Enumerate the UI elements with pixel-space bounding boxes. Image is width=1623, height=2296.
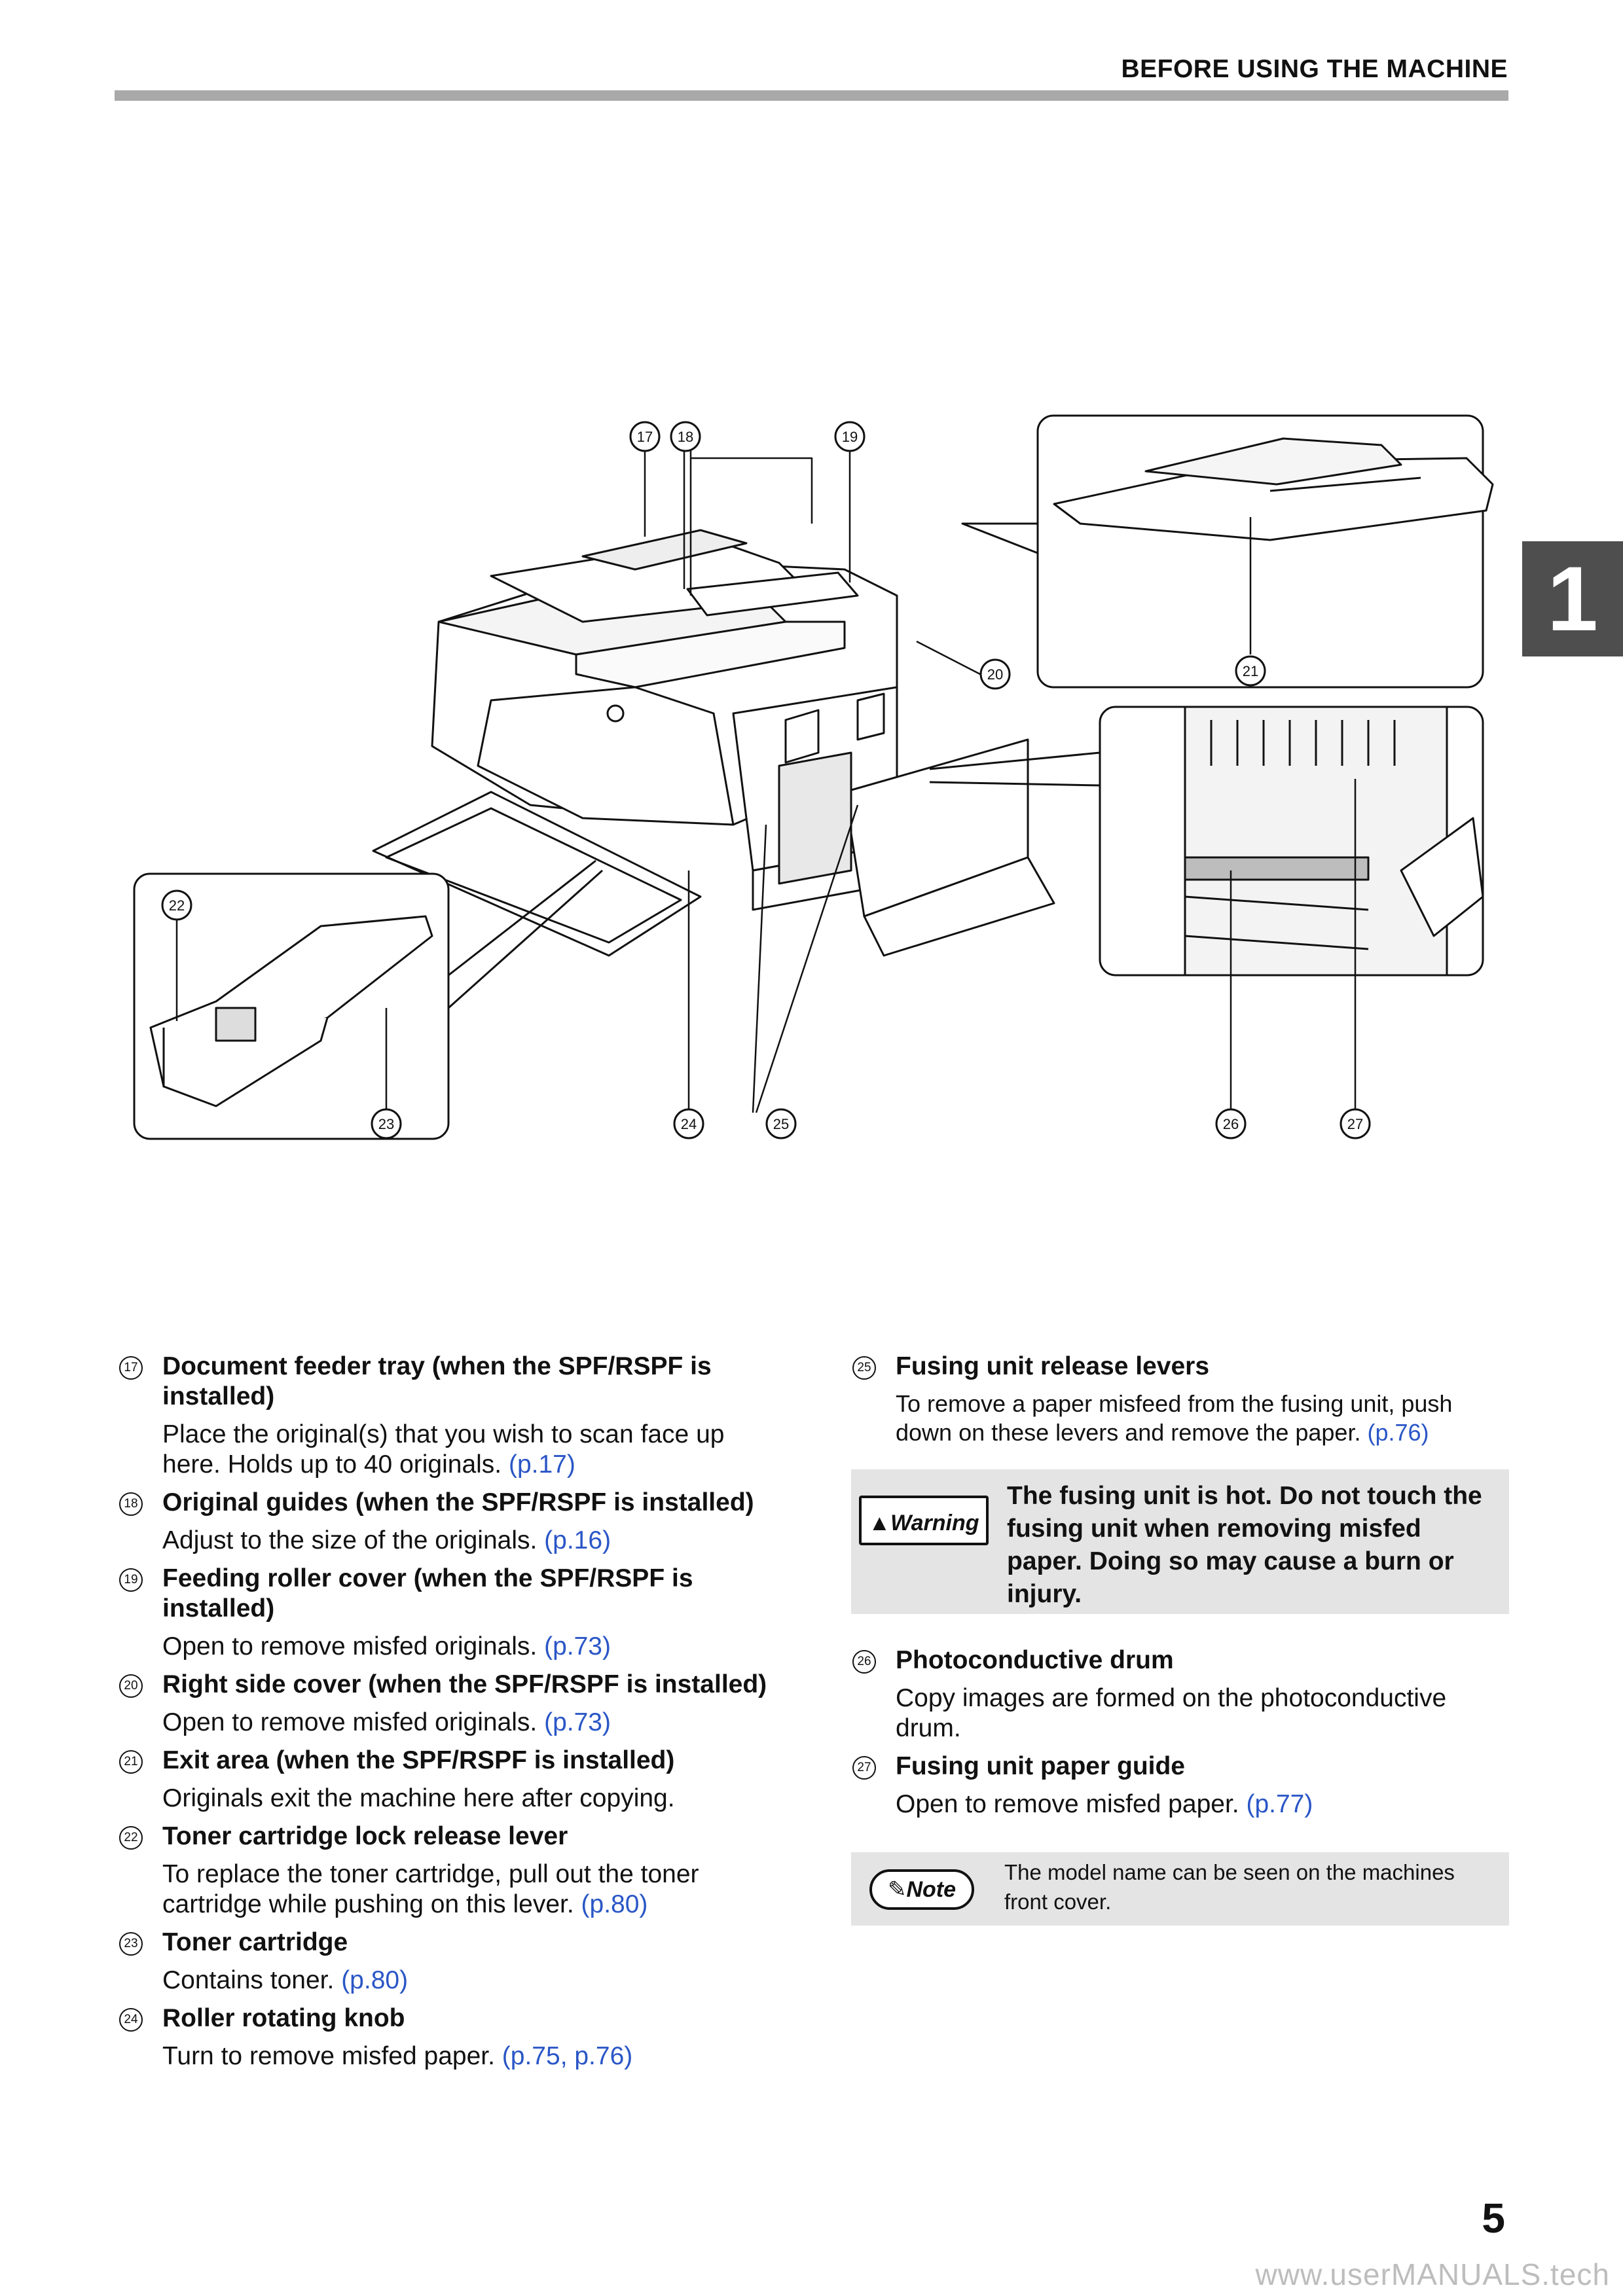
item-27: 27 Fusing unit paper guide Open to remov…: [851, 1751, 1509, 1820]
chapter-tab[interactable]: 1: [1522, 541, 1623, 656]
item-number: 22: [119, 1826, 143, 1850]
item-desc: Place the original(s) that you wish to s…: [162, 1420, 725, 1479]
inset-toner-cartridge: [133, 859, 603, 1140]
item-19: 19 Feeding roller cover (when the SPF/RS…: [118, 1564, 786, 1662]
item-desc: Open to remove misfed originals. (p.73): [162, 1708, 611, 1736]
item-desc: Adjust to the size of the originals. (p.…: [162, 1526, 611, 1554]
page-link[interactable]: (p.77): [1246, 1790, 1313, 1818]
item-title: Feeding roller cover (when the SPF/RSPF …: [162, 1564, 693, 1623]
item-number: 23: [119, 1932, 143, 1956]
page-link[interactable]: (p.73): [544, 1708, 611, 1736]
callout-17: 17: [637, 429, 653, 445]
machine-illustration: 17 18 19 20 21 22 23 24 25 26 27: [133, 414, 1494, 1140]
header-rule: [115, 90, 1508, 101]
item-number: 27: [852, 1756, 876, 1780]
item-desc: To remove a paper misfeed from the fusin…: [896, 1390, 1453, 1446]
callout-25: 25: [773, 1116, 789, 1132]
page-number: 5: [1482, 2195, 1505, 2242]
item-number: 18: [119, 1492, 143, 1516]
callout-24: 24: [681, 1116, 697, 1132]
page-link[interactable]: (p.17): [508, 1450, 575, 1479]
item-title: Fusing unit paper guide: [896, 1752, 1185, 1780]
item-18: 18 Original guides (when the SPF/RSPF is…: [118, 1488, 786, 1556]
warning-box: ▲Warning The fusing unit is hot. Do not …: [851, 1469, 1509, 1614]
item-desc: Contains toner. (p.80): [162, 1966, 409, 1994]
item-17: 17 Document feeder tray (when the SPF/RS…: [118, 1352, 786, 1480]
item-21: 21 Exit area (when the SPF/RSPF is insta…: [118, 1746, 786, 1814]
item-25: 25 Fusing unit release levers To remove …: [851, 1352, 1509, 1447]
callout-leaders: [175, 437, 1357, 1116]
page-link[interactable]: (p.75, p.76): [501, 2042, 633, 2070]
inset-fusing-unit: [929, 706, 1484, 977]
callout-19: 19: [842, 429, 858, 445]
item-title: Toner cartridge: [162, 1928, 348, 1956]
item-desc: To replace the toner cartridge, pull out…: [162, 1860, 699, 1918]
callout-21: 21: [1243, 663, 1258, 679]
item-title: Right side cover (when the SPF/RSPF is i…: [162, 1670, 767, 1698]
callout-20: 20: [987, 666, 1003, 683]
item-22: 22 Toner cartridge lock release lever To…: [118, 1821, 786, 1920]
warning-icon: ▲: [868, 1511, 891, 1535]
note-badge: ✎Note: [869, 1869, 974, 1910]
item-desc: Originals exit the machine here after co…: [162, 1784, 675, 1812]
item-title: Document feeder tray (when the SPF/RSPF …: [162, 1352, 712, 1410]
item-number: 24: [119, 2008, 143, 2032]
item-24: 24 Roller rotating knob Turn to remove m…: [118, 2003, 786, 2072]
item-20: 20 Right side cover (when the SPF/RSPF i…: [118, 1670, 786, 1738]
page-link[interactable]: (p.80): [581, 1890, 648, 1918]
item-number: 21: [119, 1750, 143, 1774]
item-title: Toner cartridge lock release lever: [162, 1822, 568, 1850]
warning-badge: ▲Warning: [859, 1496, 989, 1545]
page-link[interactable]: (p.76): [1367, 1419, 1429, 1446]
item-title: Original guides (when the SPF/RSPF is in…: [162, 1488, 754, 1516]
callout-22: 22: [169, 897, 185, 914]
note-box: ✎Note The model name can be seen on the …: [851, 1852, 1509, 1926]
callout-27: 27: [1347, 1116, 1363, 1132]
item-desc: Copy images are formed on the photocondu…: [896, 1684, 1447, 1742]
item-desc: Open to remove misfed paper. (p.77): [896, 1790, 1313, 1818]
inset-exit-area: [961, 414, 1494, 689]
callout-26: 26: [1223, 1116, 1239, 1132]
item-title: Roller rotating knob: [162, 2004, 405, 2032]
page-link[interactable]: (p.80): [341, 1966, 409, 1994]
item-26: 26 Photoconductive drum Copy images are …: [851, 1645, 1509, 1744]
callout-18: 18: [678, 429, 693, 445]
page-link[interactable]: (p.16): [544, 1526, 611, 1554]
note-text: The model name can be seen on the machin…: [1004, 1860, 1455, 1914]
right-column: 25 Fusing unit release levers To remove …: [851, 1352, 1509, 1926]
item-number: 17: [119, 1356, 143, 1380]
header-title: BEFORE USING THE MACHINE: [1121, 55, 1508, 83]
watermark: www.userMANUALS.tech: [1255, 2257, 1610, 2291]
page-link[interactable]: (p.73): [544, 1632, 611, 1660]
item-desc: Turn to remove misfed paper. (p.75, p.76…: [162, 2042, 633, 2070]
item-number: 20: [119, 1674, 143, 1698]
item-title: Exit area (when the SPF/RSPF is installe…: [162, 1746, 675, 1774]
item-number: 19: [119, 1568, 143, 1592]
item-23: 23 Toner cartridge Contains toner. (p.80…: [118, 1928, 786, 1996]
callout-23: 23: [378, 1116, 394, 1132]
item-number: 26: [852, 1650, 876, 1674]
callout-circles: [161, 421, 1371, 1139]
item-desc: Open to remove misfed originals. (p.73): [162, 1632, 611, 1660]
left-column: 17 Document feeder tray (when the SPF/RS…: [118, 1352, 786, 2079]
warning-text: The fusing unit is hot. Do not touch the…: [1007, 1482, 1482, 1608]
item-title: Fusing unit release levers: [896, 1352, 1210, 1380]
copier-body: [372, 529, 1055, 957]
item-title: Photoconductive drum: [896, 1646, 1174, 1674]
item-number: 25: [852, 1356, 876, 1380]
pencil-icon: ✎: [887, 1877, 907, 1902]
